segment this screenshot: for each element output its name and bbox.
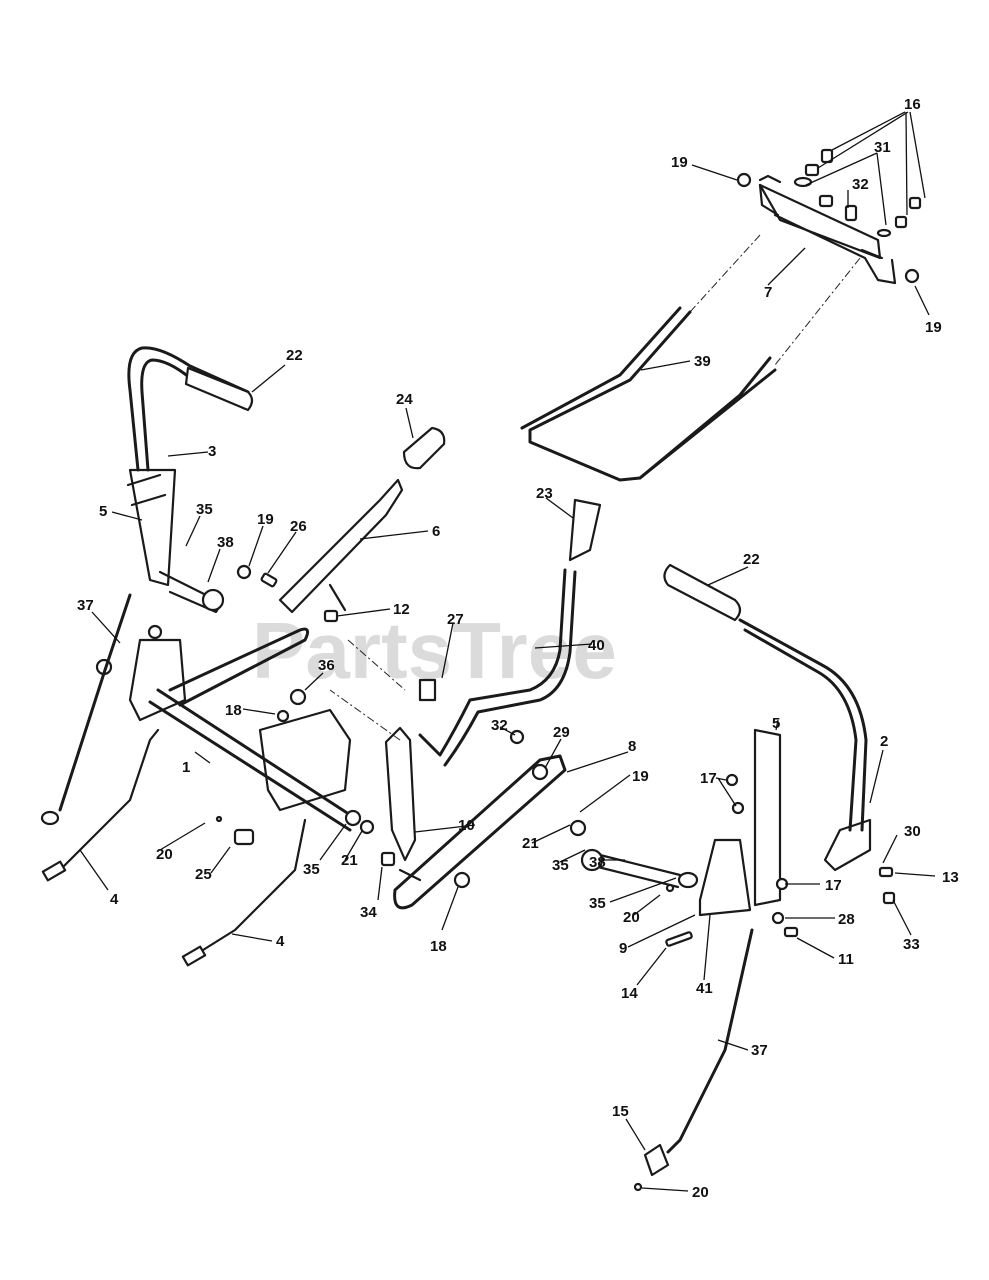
callout-35: 35 bbox=[303, 861, 320, 878]
part-8-lift-arm bbox=[393, 754, 567, 910]
callout-19: 19 bbox=[671, 154, 688, 171]
callout-18: 18 bbox=[430, 938, 447, 955]
part-7-bracket bbox=[758, 174, 897, 285]
callout-37: 37 bbox=[77, 597, 94, 614]
callout-16: 16 bbox=[904, 96, 921, 113]
callout-14: 14 bbox=[621, 985, 638, 1002]
part-39-loop-handle bbox=[520, 234, 861, 482]
callout-1: 1 bbox=[182, 759, 190, 776]
callout-2: 2 bbox=[880, 733, 888, 750]
callout-4: 4 bbox=[110, 891, 119, 908]
part-3-left-lever bbox=[126, 346, 254, 614]
callout-26: 26 bbox=[290, 518, 307, 535]
callout-35: 35 bbox=[552, 857, 569, 874]
callout-38: 38 bbox=[589, 854, 606, 871]
part-4-rods bbox=[41, 728, 307, 967]
callout-17: 17 bbox=[825, 877, 842, 894]
callout-34: 34 bbox=[360, 904, 377, 921]
callout-37: 37 bbox=[751, 1042, 768, 1059]
callout-20: 20 bbox=[692, 1184, 709, 1201]
callout-19: 19 bbox=[632, 768, 649, 785]
callout-15: 15 bbox=[612, 1103, 629, 1120]
part-2-right-lever bbox=[663, 563, 872, 917]
callout-22: 22 bbox=[286, 347, 303, 364]
callout-22: 22 bbox=[743, 551, 760, 568]
callout-40: 40 bbox=[588, 637, 605, 654]
callout-24: 24 bbox=[396, 391, 413, 408]
callout-41: 41 bbox=[696, 980, 713, 997]
callout-18: 18 bbox=[225, 702, 242, 719]
callout-39: 39 bbox=[694, 353, 711, 370]
part-10-arm bbox=[384, 726, 417, 862]
callout-labels: 16 19 31 32 7 19 39 22 24 3 5 35 38 19 2… bbox=[77, 96, 959, 1201]
callout-28: 28 bbox=[838, 911, 855, 928]
part-40-handle bbox=[329, 498, 602, 767]
callout-20: 20 bbox=[623, 909, 640, 926]
callout-32: 32 bbox=[491, 717, 508, 734]
small-hardware bbox=[201, 564, 896, 947]
callout-33: 33 bbox=[903, 936, 920, 953]
callout-8: 8 bbox=[628, 738, 636, 755]
callout-6: 6 bbox=[432, 523, 440, 540]
leader-lines bbox=[79, 111, 936, 1192]
callout-10: 10 bbox=[458, 817, 475, 834]
callout-23: 23 bbox=[536, 485, 553, 502]
callout-27: 27 bbox=[447, 611, 464, 628]
part-37-left-link bbox=[40, 593, 132, 826]
callout-21: 21 bbox=[522, 835, 539, 852]
part-37-right-link bbox=[633, 928, 754, 1192]
callout-38: 38 bbox=[217, 534, 234, 551]
part-1-cross-shaft bbox=[95, 624, 360, 832]
callout-31: 31 bbox=[874, 139, 891, 156]
center-bracket bbox=[258, 688, 352, 812]
callout-4: 4 bbox=[276, 933, 285, 950]
callout-5: 5 bbox=[772, 715, 780, 732]
callout-20: 20 bbox=[156, 846, 173, 863]
callout-11: 11 bbox=[838, 951, 854, 968]
hardware-16-31-32 bbox=[736, 148, 922, 284]
part-6-lever bbox=[278, 426, 446, 614]
callout-3: 3 bbox=[208, 443, 216, 460]
callout-9: 9 bbox=[619, 940, 627, 957]
callout-30: 30 bbox=[904, 823, 921, 840]
callout-13: 13 bbox=[942, 869, 959, 886]
callout-35: 35 bbox=[589, 895, 606, 912]
callout-12: 12 bbox=[393, 601, 410, 618]
callout-32: 32 bbox=[852, 176, 869, 193]
callout-7: 7 bbox=[764, 284, 772, 301]
callout-19: 19 bbox=[925, 319, 942, 336]
callout-35: 35 bbox=[196, 501, 213, 518]
callout-19: 19 bbox=[257, 511, 274, 528]
callout-25: 25 bbox=[195, 866, 212, 883]
callout-36: 36 bbox=[318, 657, 335, 674]
callout-17: 17 bbox=[700, 770, 717, 787]
callout-5: 5 bbox=[99, 503, 107, 520]
callout-29: 29 bbox=[553, 724, 570, 741]
callout-21: 21 bbox=[341, 852, 358, 869]
